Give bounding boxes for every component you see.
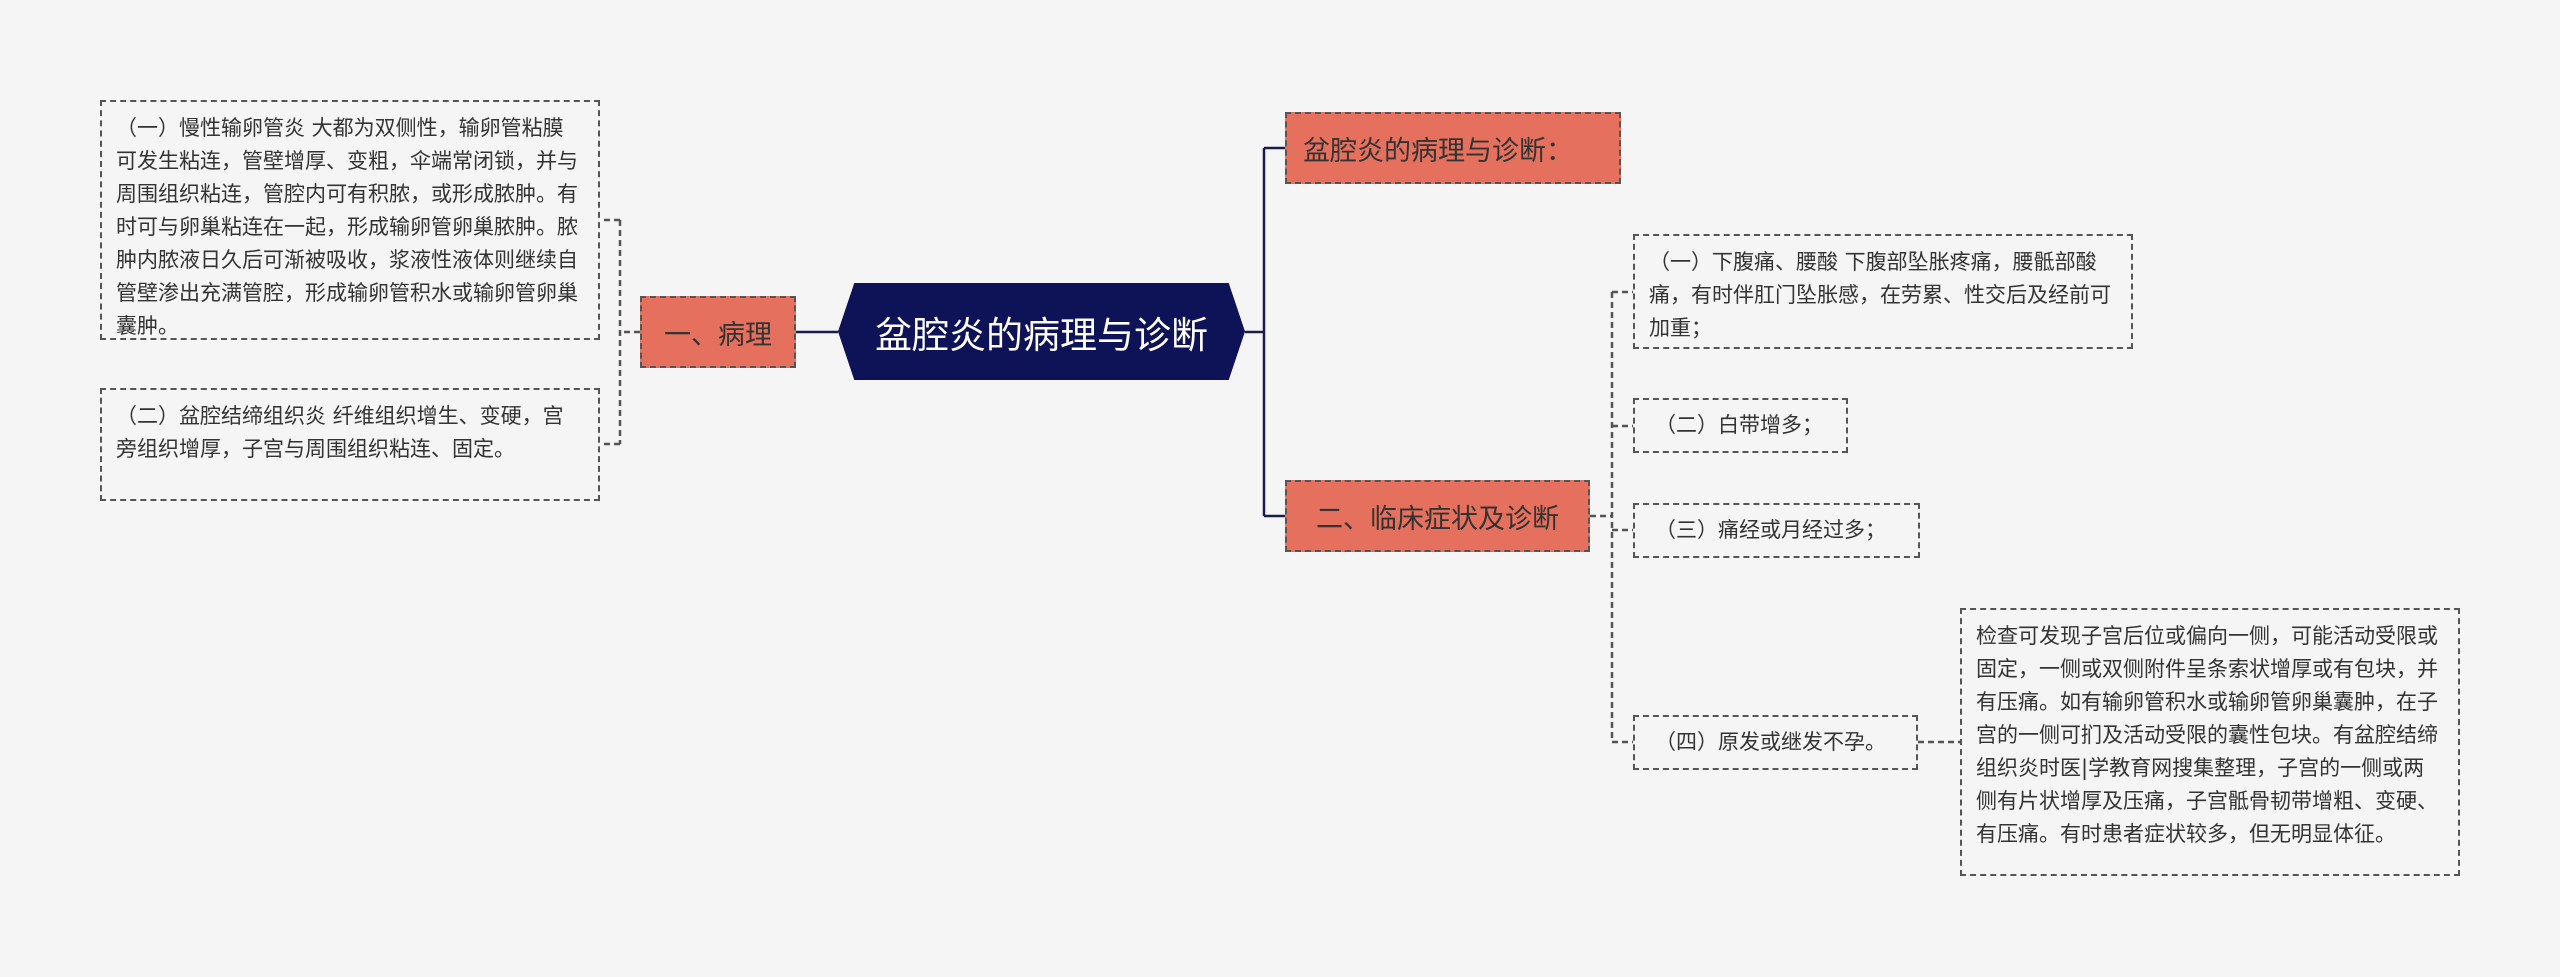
branch-clinical[interactable]: 二、临床症状及诊断: [1285, 480, 1590, 552]
branch-title-label: 盆腔炎的病理与诊断：: [1303, 135, 1573, 167]
branch-title[interactable]: 盆腔炎的病理与诊断：: [1285, 112, 1621, 184]
leaf-dysmenorrhea-text: （三）痛经或月经过多；: [1655, 518, 1886, 542]
leaf-dysmenorrhea[interactable]: （三）痛经或月经过多；: [1633, 503, 1920, 558]
leaf-abdominal-pain-text: （一）下腹痛、腰酸 下腹部坠胀疼痛，腰骶部酸痛，有时伴肛门坠胀感，在劳累、性交后…: [1649, 250, 2111, 340]
leaf-infertility-text: （四）原发或继发不孕。: [1655, 730, 1886, 754]
leaf-chronic-salpingitis[interactable]: （一）慢性输卵管炎 大都为双侧性，输卵管粘膜可发生粘连，管壁增厚、变粗，伞端常闭…: [100, 100, 600, 340]
leaf-infertility[interactable]: （四）原发或继发不孕。: [1633, 715, 1918, 770]
leaf-examination-detail[interactable]: 检查可发现子宫后位或偏向一侧，可能活动受限或固定，一侧或双侧附件呈条索状增厚或有…: [1960, 608, 2460, 876]
leaf-chronic-salpingitis-text: （一）慢性输卵管炎 大都为双侧性，输卵管粘膜可发生粘连，管壁增厚、变粗，伞端常闭…: [116, 116, 578, 338]
leaf-leukorrhea-text: （二）白带增多；: [1655, 413, 1823, 437]
leaf-leukorrhea[interactable]: （二）白带增多；: [1633, 398, 1848, 453]
clinical-item-connectors: [1612, 290, 1633, 744]
pathology-bracket: [618, 220, 640, 444]
branch-pathology-label: 一、病理: [664, 319, 772, 351]
leaf-pelvic-connective-tissue-text: （二）盆腔结缔组织炎 纤维组织增生、变硬，宫旁组织增厚，子宫与周围组织粘连、固定…: [116, 404, 564, 461]
branch-clinical-label: 二、临床症状及诊断: [1316, 503, 1559, 535]
pathology-leaf-connectors: [600, 218, 620, 446]
right-branch-connectors: [1264, 146, 1285, 518]
root-topic-label: 盆腔炎的病理与诊断: [875, 313, 1208, 357]
clinical-bracket: [1590, 292, 1614, 742]
leaf-abdominal-pain[interactable]: （一）下腹痛、腰酸 下腹部坠胀疼痛，腰骶部酸痛，有时伴肛门坠胀感，在劳累、性交后…: [1633, 234, 2133, 349]
root-topic[interactable]: 盆腔炎的病理与诊断: [838, 283, 1245, 380]
leaf-examination-detail-text: 检查可发现子宫后位或偏向一侧，可能活动受限或固定，一侧或双侧附件呈条索状增厚或有…: [1976, 624, 2438, 846]
branch-pathology[interactable]: 一、病理: [640, 296, 796, 368]
leaf-pelvic-connective-tissue[interactable]: （二）盆腔结缔组织炎 纤维组织增生、变硬，宫旁组织增厚，子宫与周围组织粘连、固定…: [100, 388, 600, 501]
